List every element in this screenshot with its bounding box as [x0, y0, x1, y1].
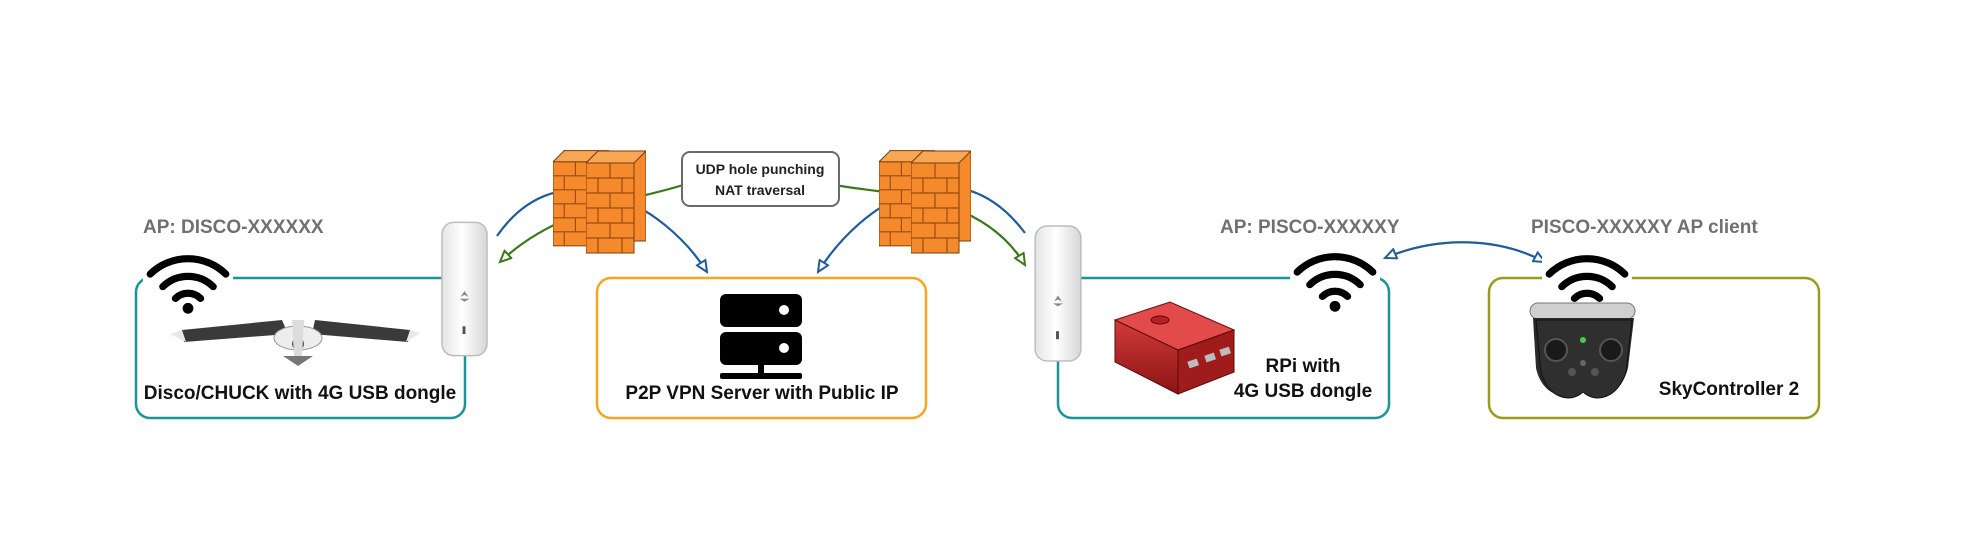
udp-callout-line1: UDP hole punching [696, 161, 825, 177]
usb-dongle-icon [1034, 225, 1082, 362]
firewall-icon [586, 150, 646, 254]
server-icon [720, 294, 802, 379]
drone-image [170, 320, 420, 366]
skycontroller-box [1487, 276, 1821, 420]
rpi-label-line2: 4G USB dongle [1234, 381, 1372, 402]
udp-callout [681, 151, 840, 207]
vpn-box [595, 276, 928, 420]
udp-callout-line2: NAT traversal [715, 182, 805, 198]
arrow-ap-to-client [1385, 241, 1545, 262]
usb-dongle-icon [441, 221, 488, 357]
firewall-icon [911, 150, 971, 254]
vpn-box-label: P2P VPN Server with Public IP [625, 383, 898, 404]
rpi-label-line1: RPi with [1266, 356, 1341, 377]
ap-pisco-label: AP: PISCO-XXXXXY [1220, 217, 1400, 238]
pisco-client-label: PISCO-XXXXXY AP client [1531, 217, 1758, 238]
ap-disco-label: AP: DISCO-XXXXXX [143, 217, 324, 238]
disco-box-label: Disco/CHUCK with 4G USB dongle [144, 383, 456, 404]
skycontroller-image [1529, 302, 1636, 399]
skycontroller-label: SkyController 2 [1659, 379, 1799, 400]
raspberry-pi-case-image [1113, 301, 1236, 395]
